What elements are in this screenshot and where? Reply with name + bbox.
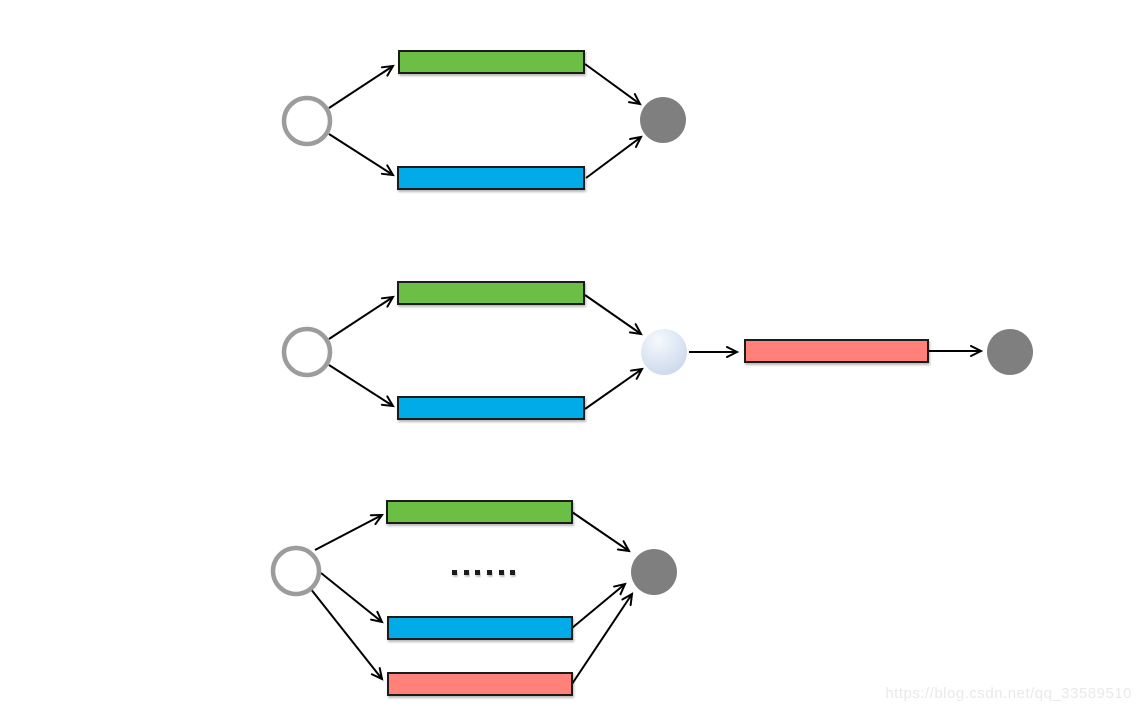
edge-green-bar-to-end [584, 63, 642, 106]
ellipsis-dot [487, 570, 492, 575]
end-node [987, 329, 1033, 375]
edge-red-bar-to-end [571, 592, 634, 685]
merge-node [641, 329, 687, 375]
task-bar-red [387, 672, 573, 696]
edge-blue-bar-to-end [585, 135, 643, 179]
ellipsis-dot [510, 570, 515, 575]
ellipsis-dot [452, 570, 457, 575]
edge-green-bar-to-end [571, 511, 631, 553]
ellipsis-dots [452, 570, 515, 575]
edge-start-to-blue-bar [328, 133, 395, 177]
figure-parallel-many-tasks [270, 500, 677, 696]
task-bar-green [386, 500, 573, 524]
edge-blue-bar-to-merge [584, 367, 644, 410]
start-node [270, 545, 322, 597]
start-node [281, 326, 333, 378]
ellipsis-dot [499, 570, 504, 575]
edge-green-bar-to-merge [584, 294, 643, 336]
task-bar-green [397, 281, 585, 305]
figure-parallel-two-tasks [281, 50, 686, 190]
task-bar-blue [397, 396, 585, 420]
end-node [640, 97, 686, 143]
ellipsis-dot [475, 570, 480, 575]
edge-start-to-blue-bar [320, 572, 384, 624]
task-bar-red [744, 339, 929, 363]
edge-start-to-red-bar [309, 587, 384, 681]
edge-start-to-green-bar [314, 513, 384, 551]
edge-blue-bar-to-end [571, 582, 627, 629]
edge-start-to-green-bar [328, 295, 395, 340]
watermark-text: https://blog.csdn.net/qq_33589510 [885, 685, 1132, 702]
task-bar-green [398, 50, 585, 74]
edge-start-to-green-bar [328, 64, 395, 109]
figure-parallel-then-serial [281, 281, 1033, 420]
end-node [631, 549, 677, 595]
edge-start-to-blue-bar [328, 364, 395, 408]
ellipsis-dot [464, 570, 469, 575]
start-node [281, 95, 333, 147]
task-bar-blue [387, 616, 573, 640]
task-bar-blue [397, 166, 585, 190]
